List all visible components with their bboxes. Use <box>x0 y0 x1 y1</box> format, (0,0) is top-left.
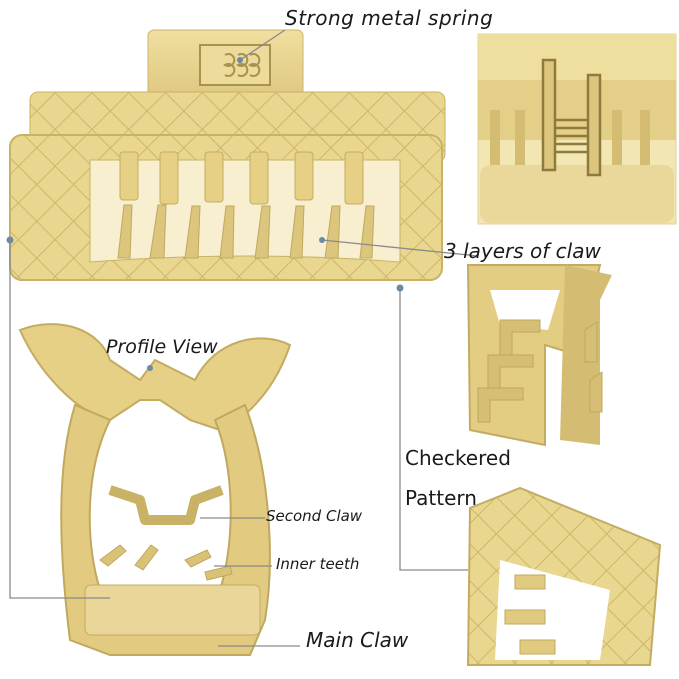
claw-teeth <box>119 151 364 205</box>
main-clip-image <box>9 29 446 281</box>
label-strong-metal-spring: Strong metal spring <box>285 6 494 30</box>
label-pattern: Pattern <box>405 486 477 510</box>
label-checkered: Checkered <box>405 446 511 470</box>
label-main-claw: Main Claw <box>306 628 409 652</box>
spring-coil-icon <box>541 58 602 177</box>
profile-view-image <box>18 323 292 656</box>
label-inner-teeth: Inner teeth <box>276 555 360 573</box>
label-second-claw: Second Claw <box>266 507 363 525</box>
claw-layers-image <box>466 264 612 447</box>
annotation-leader-lines <box>9 29 479 647</box>
spring-closeup-image <box>477 33 677 225</box>
spring-icon <box>199 44 271 86</box>
label-claw-layers: 3 layers of claw <box>444 239 601 263</box>
label-profile-view: Profile View <box>106 336 218 358</box>
checkered-pattern-image <box>466 486 662 666</box>
leader-dots <box>6 57 404 371</box>
